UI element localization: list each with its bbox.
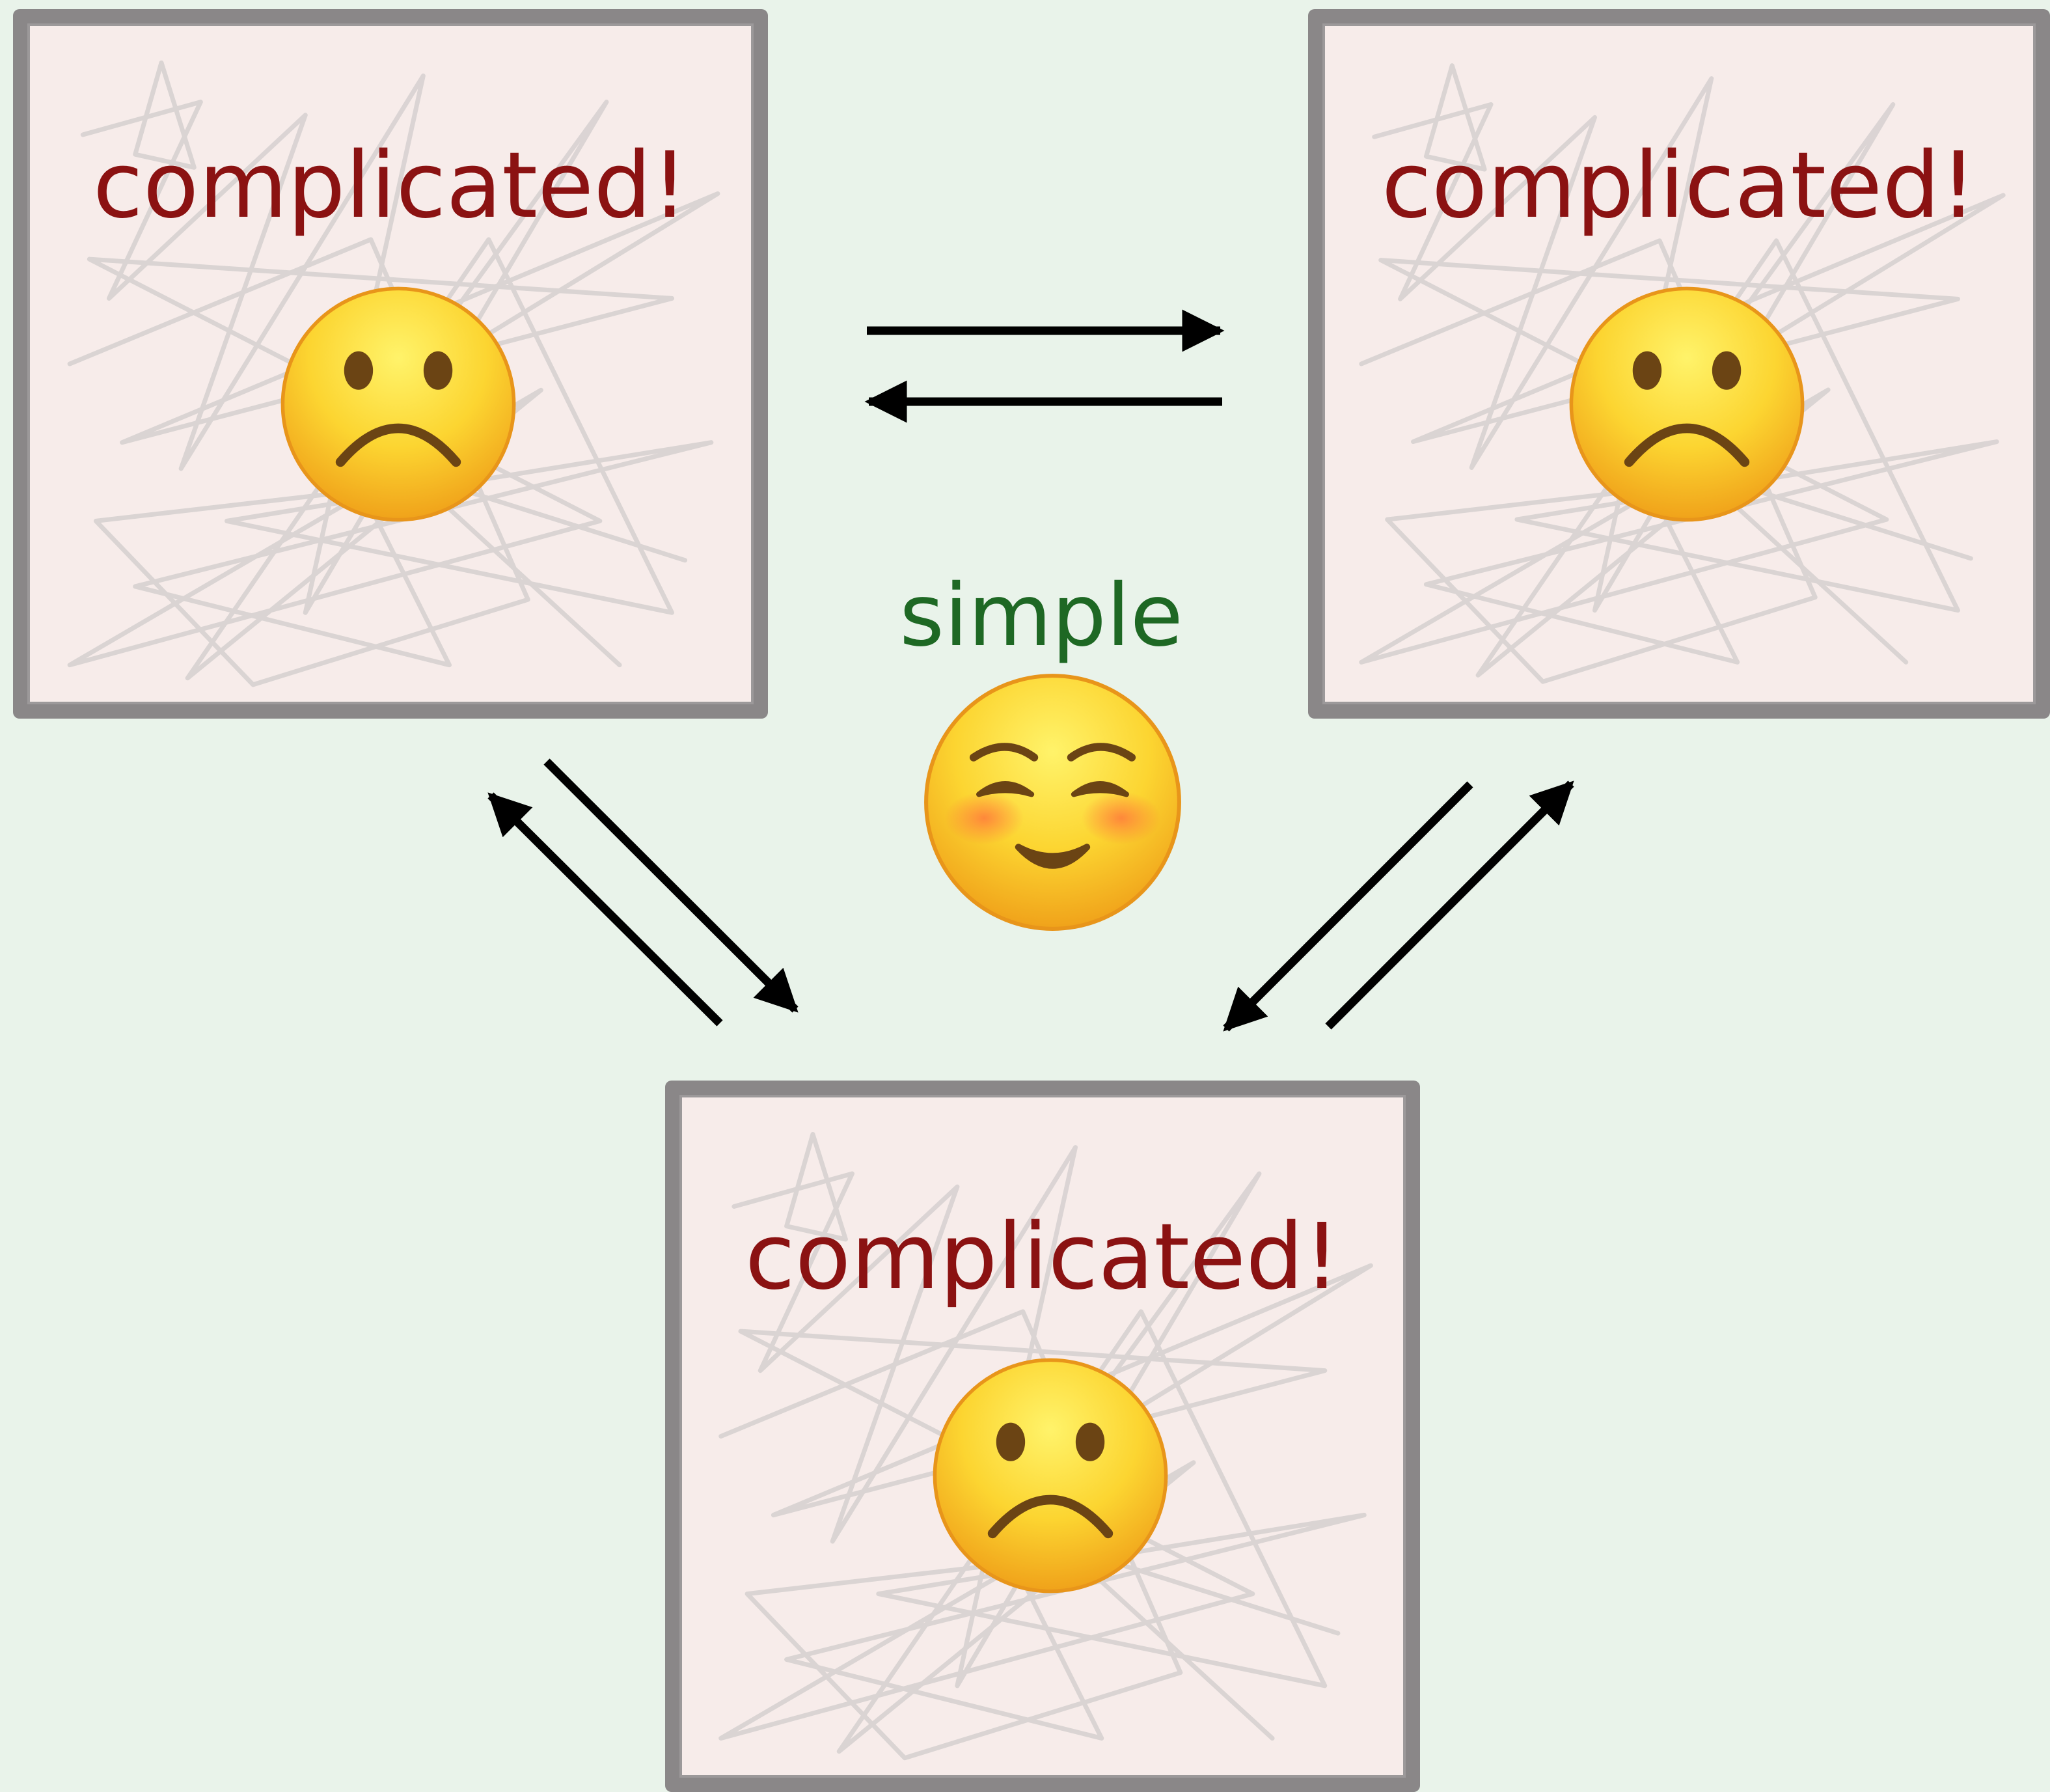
state-label: complicated! [745, 1204, 1341, 1310]
state-label: complicated! [1381, 133, 1977, 239]
arrow-bottom-to-top-left [487, 792, 723, 1027]
arrow-top-right-to-bottom [1223, 781, 1473, 1032]
center-label: simple [899, 566, 1183, 666]
frowning-face-icon [933, 1358, 1168, 1593]
state-label: complicated! [92, 133, 689, 239]
state-box-bottom: complicated! [665, 1081, 1420, 1792]
arrow-top-left-to-bottom [543, 758, 799, 1013]
arrow-bottom-to-top-right [1325, 780, 1574, 1030]
smiling-blushing-face-icon [924, 674, 1181, 931]
state-box-top-right: complicated! [1308, 9, 2050, 719]
frowning-face-icon [280, 286, 516, 522]
state-box-top-left: complicated! [13, 9, 768, 719]
frowning-face-icon [1569, 286, 1805, 522]
